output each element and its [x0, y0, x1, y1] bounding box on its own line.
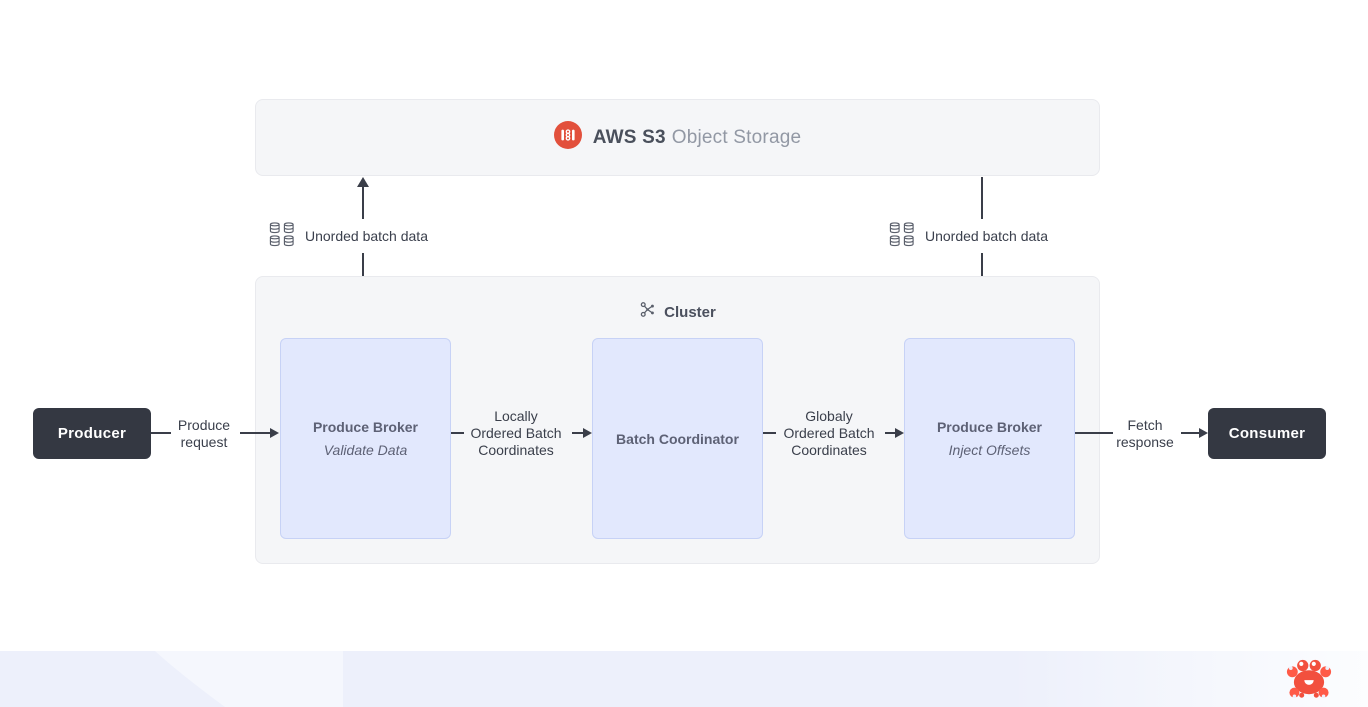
node-subtitle: Validate Data — [323, 442, 408, 458]
unordered-batch-text: Unorded batch data — [925, 228, 1048, 244]
edge-label-line: Fetch — [1127, 417, 1163, 433]
connector-line — [1181, 432, 1199, 434]
edge-label-line: Locally — [494, 408, 538, 424]
arrow-right-icon — [895, 428, 904, 438]
node-title: Batch Coordinator — [616, 430, 739, 447]
node-broker-inject: Produce Broker Inject Offsets — [904, 338, 1075, 539]
connector-line — [1075, 432, 1113, 434]
node-title: Produce Broker — [936, 419, 1043, 435]
edge-label-line: Ordered Batch — [783, 425, 875, 441]
connector-line — [763, 432, 776, 434]
edge-label-line: Globaly — [805, 408, 853, 424]
edge-label-fetch-response: Fetch response — [1109, 417, 1181, 451]
edge-label-line: Coordinates — [791, 442, 867, 458]
edge-label-locally-ordered: Locally Ordered Batch Coordinates — [460, 408, 572, 459]
connector-line — [151, 432, 171, 434]
unordered-batch-label-left: Unorded batch data — [264, 219, 433, 253]
unordered-batch-text: Unorded batch data — [305, 228, 428, 244]
s3-logo-icon — [553, 121, 582, 154]
node-batch-coordinator: Batch Coordinator — [592, 338, 763, 539]
consumer-label: Consumer — [1228, 425, 1306, 442]
crab-icon — [1284, 654, 1334, 705]
connector-line — [451, 432, 464, 434]
connector-line — [572, 432, 583, 434]
cluster-network-icon — [639, 301, 656, 323]
s3-title-bold: AWS S3 — [592, 126, 666, 148]
cluster-header: Cluster — [256, 301, 1099, 323]
node-producer: Producer — [33, 408, 151, 459]
connector-line — [885, 432, 896, 434]
edge-label-globally-ordered: Globaly Ordered Batch Coordinates — [773, 408, 885, 459]
producer-label: Producer — [57, 425, 127, 442]
unordered-batch-label-right: Unorded batch data — [884, 219, 1053, 253]
edge-label-line: response — [1116, 434, 1174, 450]
node-subtitle: Inject Offsets — [948, 442, 1031, 458]
connector-line — [240, 432, 270, 434]
database-grid-icon — [269, 222, 296, 250]
arrow-up-icon — [357, 177, 369, 187]
edge-label-line: Coordinates — [478, 442, 554, 458]
database-grid-icon — [889, 222, 916, 250]
footer-wedge-shape — [153, 651, 343, 707]
edge-label-line: Ordered Batch — [470, 425, 562, 441]
connector-up-line — [362, 187, 364, 338]
s3-title-light: Object Storage — [671, 126, 802, 148]
edge-label-line: request — [180, 434, 228, 450]
cluster-title: Cluster — [664, 303, 716, 321]
node-title: Produce Broker — [312, 419, 419, 435]
node-consumer: Consumer — [1208, 408, 1326, 459]
arrow-right-icon — [270, 428, 279, 438]
arrow-right-icon — [583, 428, 592, 438]
arrow-right-icon — [1199, 428, 1208, 438]
edge-label-line: Produce — [177, 417, 231, 433]
edge-label-produce-request: Produce request — [169, 417, 239, 451]
node-broker-validate: Produce Broker Validate Data — [280, 338, 451, 539]
